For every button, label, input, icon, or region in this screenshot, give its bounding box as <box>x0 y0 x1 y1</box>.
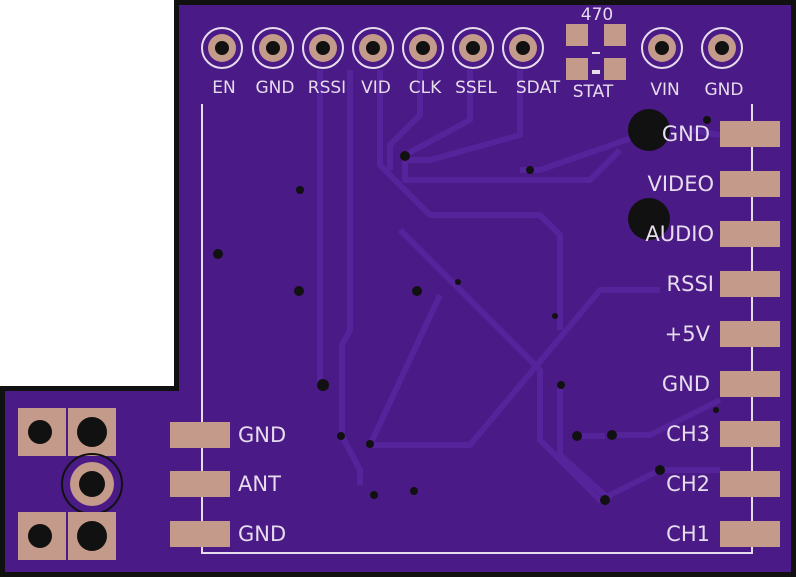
header-label-ssel: SSEL <box>455 78 497 98</box>
stat-smd-pads <box>566 24 626 80</box>
antenna-label-gnd-top: GND <box>238 423 287 447</box>
power-label-vin: VIN <box>650 80 680 100</box>
stat-label: STAT <box>572 82 614 102</box>
sma-connector <box>18 408 123 560</box>
header-label-sdat: SDAT <box>515 78 561 98</box>
header-label-gnd: GND <box>255 78 295 98</box>
header-pin <box>252 27 294 69</box>
header-pins <box>201 27 743 69</box>
antenna-smd-pads <box>170 422 230 547</box>
header-pin <box>201 27 243 69</box>
pad-label-gnd: GND <box>661 372 710 396</box>
pad-label-5v: +5V <box>664 322 710 346</box>
header-label-clk: CLK <box>408 78 442 98</box>
header-label-en: EN <box>212 78 236 98</box>
header-pin <box>352 27 394 69</box>
header-label-rssi: RSSI <box>307 78 347 98</box>
pad-label-gnd-top: GND <box>661 122 710 146</box>
header-label-vid: VID <box>361 78 391 98</box>
power-pin <box>641 27 683 69</box>
antenna-label-gnd-bottom: GND <box>238 522 287 546</box>
pad-label-ch1: CH1 <box>666 522 710 546</box>
pad-label-ch3: CH3 <box>666 422 710 446</box>
power-pin <box>701 27 743 69</box>
header-pin <box>302 27 344 69</box>
traces <box>317 70 722 503</box>
resistor-value-label: 470 <box>580 5 614 25</box>
pad-label-video: VIDEO <box>647 172 714 196</box>
header-pin <box>502 27 544 69</box>
pad-label-rssi: RSSI <box>666 272 714 296</box>
vias <box>213 109 719 505</box>
pad-label-audio: AUDIO <box>645 222 714 246</box>
header-pin <box>402 27 444 69</box>
pad-label-ch2: CH2 <box>666 472 710 496</box>
power-label-gnd: GND <box>704 80 744 100</box>
antenna-label-ant: ANT <box>238 472 281 496</box>
header-pin <box>452 27 494 69</box>
right-smd-pads <box>720 121 780 547</box>
